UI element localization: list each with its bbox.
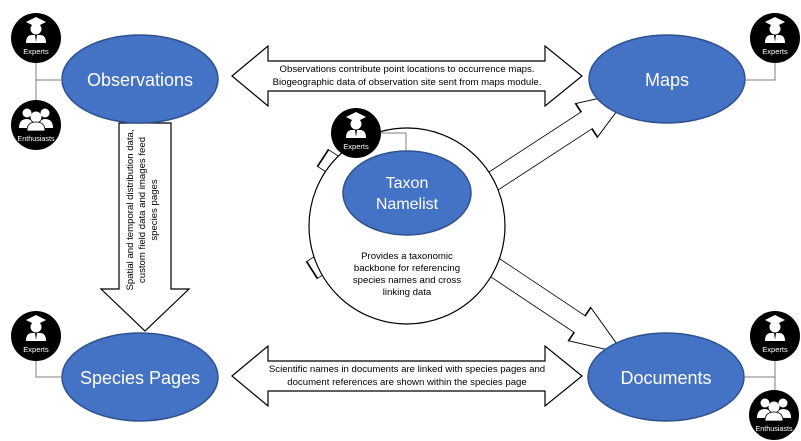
enthusiasts-label: Enthusiasts: [17, 134, 55, 143]
obs-species-text-line-3: species pages: [149, 179, 160, 241]
arrow-observations-maps: [231, 44, 583, 108]
taxon-description-line-3: species names and cross: [353, 275, 461, 286]
observations-node[interactable]: [61, 34, 219, 124]
taxon-description-line-2: backbone for referencing: [354, 263, 460, 274]
observations-label: Observations: [87, 70, 193, 90]
arrow-species-documents: [231, 344, 583, 408]
experts-label: Experts: [343, 142, 369, 151]
enthusiasts-badge-documents: Enthusiasts: [748, 389, 800, 441]
species-pages-label: Species Pages: [80, 368, 200, 388]
experts-label: Experts: [762, 345, 788, 354]
maps-label: Maps: [645, 70, 689, 90]
taxon-description-line-4: linking data: [383, 287, 432, 298]
documents-label: Documents: [620, 368, 711, 388]
species-docs-text-line-2: document references are shown within the…: [287, 377, 526, 388]
experts-badge-observations: Experts: [11, 13, 61, 63]
experts-label: Experts: [23, 47, 49, 56]
species-docs-text-line-1: Scientific names in documents are linked…: [269, 364, 545, 375]
obs-species-text: Spatial and temporal distribution data, …: [125, 129, 160, 290]
obs-species-text-line-2: custom field data and images feed: [137, 137, 148, 283]
arrow-taxon-documents: [481, 253, 625, 355]
taxon-namelist-node[interactable]: [342, 150, 472, 236]
enthusiasts-badge-observations: Enthusiasts: [10, 99, 62, 151]
arrow-observations-species: [99, 122, 191, 332]
obs-maps-text-line-2: Biogeographic data of observation site s…: [273, 77, 542, 88]
obs-species-text-line-1: Spatial and temporal distribution data,: [125, 129, 136, 290]
experts-badge-species: Experts: [11, 311, 61, 361]
experts-badge-maps: Experts: [750, 13, 800, 63]
taxon-label-line-1: Taxon: [386, 175, 429, 192]
experts-label: Experts: [762, 47, 788, 56]
maps-node[interactable]: [588, 34, 746, 124]
taxon-description-line-1: Provides a taxonomic: [361, 251, 453, 262]
enthusiasts-label: Enthusiasts: [755, 424, 793, 433]
documents-node[interactable]: [587, 332, 745, 422]
obs-maps-text-line-1: Observations contribute point locations …: [280, 64, 535, 75]
experts-badge-taxon: Experts: [331, 108, 381, 158]
role-connectors: [35, 59, 776, 400]
experts-badge-documents: Experts: [750, 311, 800, 361]
experts-label: Experts: [23, 345, 49, 354]
taxon-label-line-2: Namelist: [376, 196, 439, 213]
